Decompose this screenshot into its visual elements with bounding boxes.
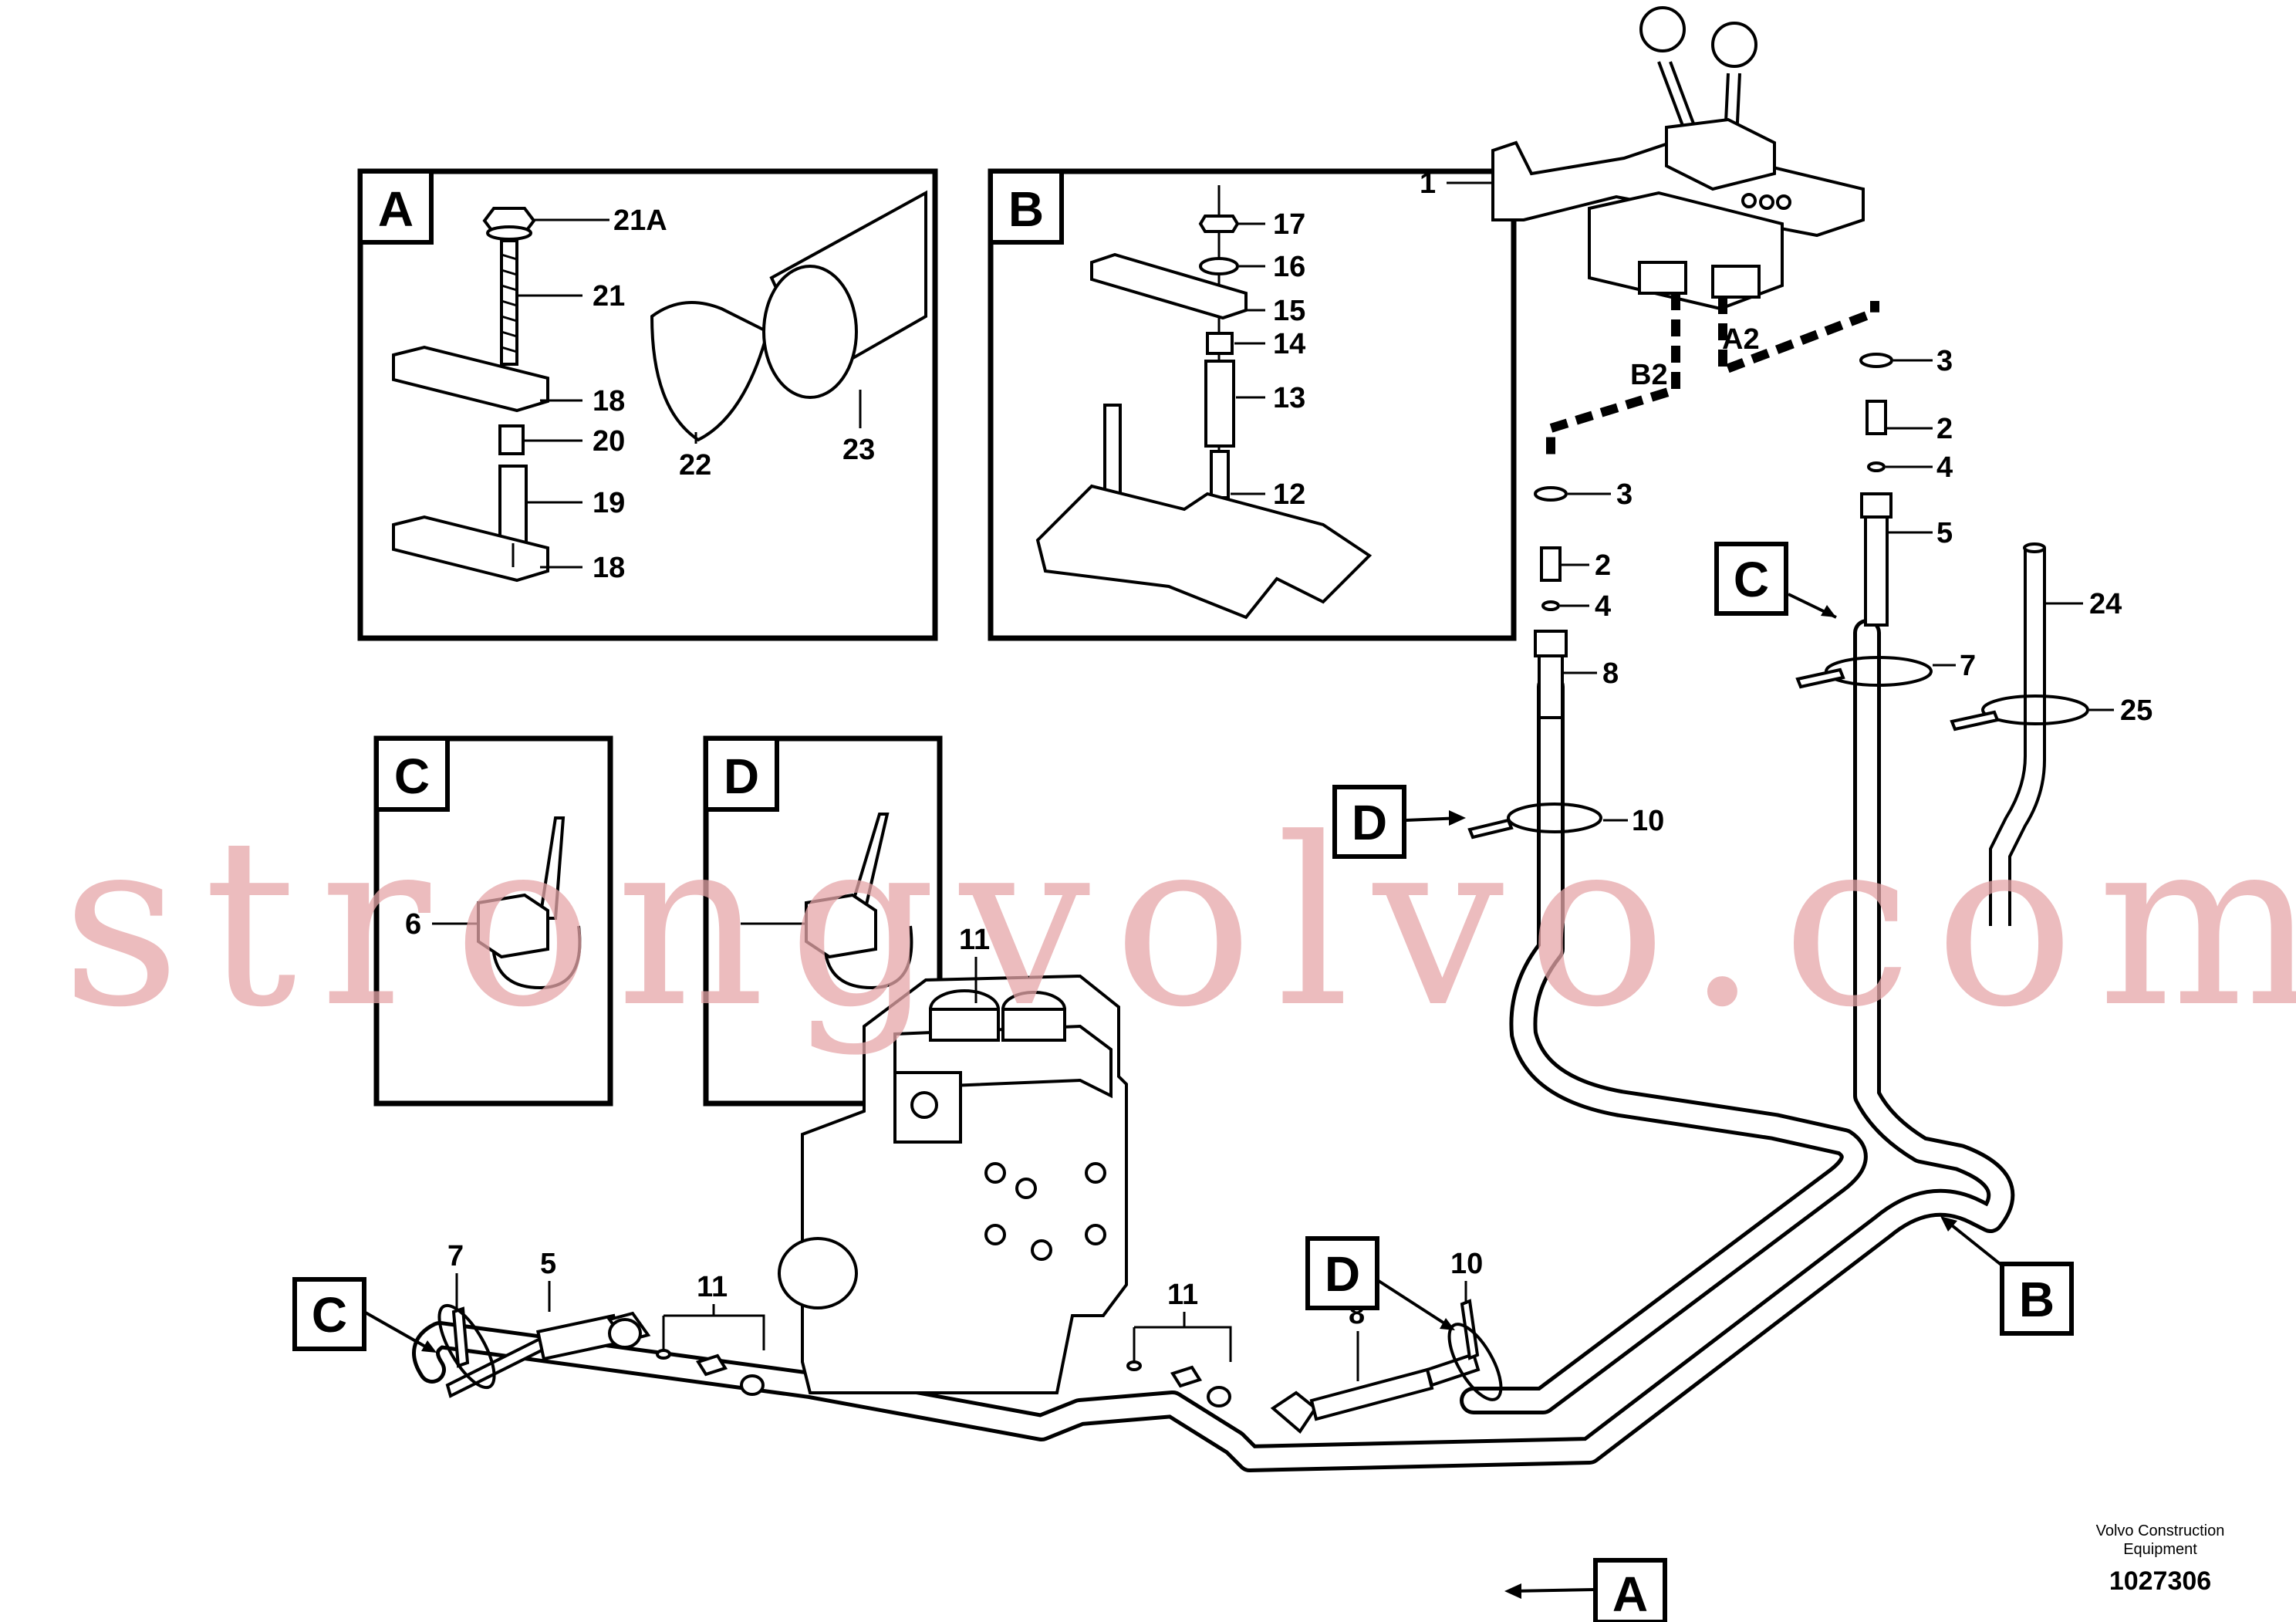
callout-c-top: C — [1714, 542, 1837, 619]
label-13: 13 — [1273, 382, 1305, 414]
callout-b-right: B — [1940, 1216, 2074, 1336]
label-part-10a: 10 — [1632, 805, 1664, 837]
detail-box-c-letter: C — [394, 748, 430, 804]
detail-box-a: A 21A 21 18 20 19 18 22 — [357, 168, 938, 641]
label-18b: 18 — [593, 552, 625, 584]
spacer-part — [498, 424, 525, 455]
label-part-7a: 7 — [1960, 650, 1976, 682]
label-17: 17 — [1273, 208, 1305, 241]
label-part-4a: 4 — [1936, 451, 1953, 484]
label-part-25: 25 — [2120, 694, 2152, 727]
cable-tie-part — [538, 816, 566, 920]
hose-b2-dashed — [1546, 293, 1680, 463]
label-20: 20 — [593, 425, 625, 458]
cable-tie-25: 25 — [1950, 694, 2152, 732]
label-21: 21 — [593, 280, 625, 313]
label-part-5a: 5 — [1936, 517, 1953, 549]
svg-text:D: D — [1352, 795, 1387, 850]
detail-box-c: C 6 — [373, 735, 613, 1107]
cable-tie-7-upper: 7 — [1795, 650, 1976, 689]
tie-base-d-part — [805, 893, 877, 959]
detail-box-b: B 17 16 15 14 13 12 — [988, 168, 1517, 641]
callout-c-left: C — [292, 1277, 437, 1353]
label-15: 15 — [1273, 295, 1305, 327]
lever-knob-left — [1639, 6, 1686, 52]
label-part-11-top: 11 — [959, 924, 990, 956]
label-part-1: 1 — [1420, 167, 1436, 200]
fittings-right-stack: 3 2 4 5 — [1859, 345, 1953, 627]
label-part-11b: 11 — [1167, 1279, 1198, 1311]
label-part-3b: 3 — [1616, 478, 1633, 511]
credit-line-2: Equipment — [2123, 1541, 2197, 1558]
detail-box-d: D — [703, 735, 943, 1107]
label-part-10b: 10 — [1450, 1248, 1483, 1280]
label-18a: 18 — [593, 385, 625, 417]
label-part-2a: 2 — [1936, 413, 1953, 445]
svg-text:A: A — [1612, 1566, 1648, 1622]
svg-text:D: D — [1325, 1246, 1360, 1302]
main-control-valve: 11 — [778, 924, 1128, 1394]
callout-d-mid: D — [1332, 785, 1466, 859]
label-23: 23 — [842, 434, 875, 466]
label-part-7b: 7 — [447, 1240, 464, 1272]
label-16: 16 — [1273, 251, 1305, 283]
lever-knob-right — [1711, 22, 1757, 68]
document-number: 1027306 — [2109, 1566, 2211, 1596]
tie-base-part — [477, 893, 549, 959]
label-22: 22 — [679, 449, 711, 482]
fittings-left-stack: 3 2 4 8 — [1534, 478, 1633, 719]
detail-box-b-letter: B — [1008, 181, 1044, 237]
cable-tie-10-upper: 10 — [1467, 803, 1664, 840]
label-part-4b: 4 — [1595, 590, 1611, 623]
hose-5-left: 11 5 7 — [437, 1240, 765, 1398]
label-14: 14 — [1273, 328, 1305, 360]
label-part-24: 24 — [2089, 588, 2122, 620]
label-part-5b: 5 — [540, 1248, 556, 1280]
label-6: 6 — [405, 908, 421, 941]
detail-box-d-letter: D — [724, 748, 759, 804]
svg-text:C: C — [1734, 552, 1769, 607]
label-part-2b: 2 — [1595, 549, 1611, 582]
label-21a: 21A — [613, 204, 667, 237]
mount-plate-part — [1035, 484, 1373, 620]
label-part-8a: 8 — [1602, 657, 1619, 690]
hose-a2-dashed — [1718, 297, 1879, 377]
pipe-clamp-part — [650, 301, 770, 442]
callout-d-low: D — [1305, 1236, 1455, 1330]
label-19: 19 — [593, 487, 625, 519]
pilot-control-valve: 1 — [1420, 6, 1865, 311]
valve-mounting-plate — [1491, 140, 1865, 238]
label-part-11a: 11 — [697, 1271, 728, 1303]
detail-box-a-letter: A — [378, 181, 414, 237]
sleeve-part — [498, 465, 528, 545]
callout-a-bottom: A — [1504, 1558, 1667, 1622]
pipe-24 — [1989, 542, 2046, 926]
port-label-a2: A2 — [1722, 323, 1760, 356]
svg-text:C: C — [312, 1287, 347, 1343]
pipe-b — [1460, 673, 1868, 1414]
label-12: 12 — [1273, 478, 1305, 511]
label-part-3a: 3 — [1936, 345, 1953, 377]
port-label-b2: B2 — [1630, 359, 1668, 391]
watermark-text: strongvolvo.com — [62, 789, 2296, 1058]
credit-line-1: Volvo Construction — [2096, 1522, 2225, 1539]
svg-text:B: B — [2019, 1272, 2055, 1327]
